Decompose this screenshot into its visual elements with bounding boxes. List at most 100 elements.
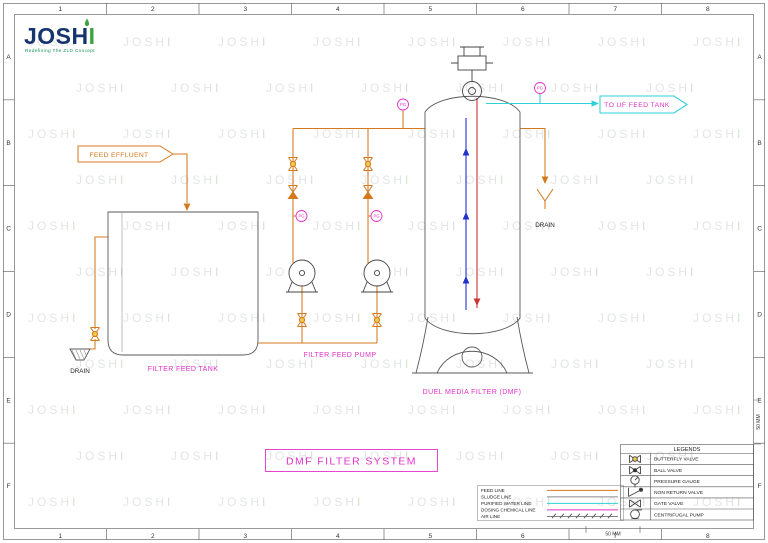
svg-text:JOSHI: JOSHI — [76, 449, 126, 463]
svg-text:JOSHI: JOSHI — [456, 357, 506, 371]
svg-text:JOSHI: JOSHI — [456, 173, 506, 187]
svg-text:JOSHI: JOSHI — [551, 265, 601, 279]
line-legend-item: FEED LINE — [481, 488, 505, 493]
dim-right: 50 MM — [754, 399, 762, 445]
svg-text:JOSHI: JOSHI — [28, 219, 78, 233]
svg-text:JOSHI: JOSHI — [171, 357, 221, 371]
multiport-valve-assembly — [451, 46, 493, 101]
svg-text:JOSHI: JOSHI — [598, 127, 648, 141]
to-uf-banner — [599, 95, 688, 114]
title-box — [265, 449, 438, 472]
svg-text:JOSHI: JOSHI — [266, 449, 316, 463]
svg-text:JOSHI: JOSHI — [646, 173, 696, 187]
svg-text:JOSHI: JOSHI — [171, 81, 221, 95]
svg-text:JOSHI: JOSHI — [361, 81, 411, 95]
svg-text:3: 3 — [243, 6, 247, 13]
non-return-valve-icon — [628, 487, 644, 497]
svg-text:JOSHI: JOSHI — [408, 219, 458, 233]
svg-text:JOSHI: JOSHI — [693, 35, 743, 49]
svg-text:JOSHI: JOSHI — [598, 495, 648, 509]
svg-text:JOSHI: JOSHI — [123, 495, 173, 509]
line-legend-item: AIR LINE — [481, 514, 500, 519]
legend-item: PRESSURE GAUGE — [654, 479, 701, 485]
svg-text:JOSHI: JOSHI — [266, 173, 316, 187]
svg-text:D: D — [6, 311, 11, 318]
svg-text:JOSHI: JOSHI — [408, 403, 458, 417]
leaf-droplet-icon — [84, 18, 90, 27]
svg-text:7: 7 — [613, 533, 617, 540]
svg-text:JOSHI: JOSHI — [361, 449, 411, 463]
svg-text:JOSHI: JOSHI — [598, 403, 648, 417]
svg-text:JOSHI: JOSHI — [28, 127, 78, 141]
filter-feed-tank-label: FILTER FEED TANK — [148, 366, 219, 373]
svg-text:2: 2 — [151, 533, 155, 540]
svg-text:JOSHI: JOSHI — [693, 127, 743, 141]
line-type-legend: FEED LINE SLUDGE LINE PURIFIED WATER LIN… — [477, 485, 624, 521]
svg-text:8: 8 — [706, 6, 710, 13]
svg-text:6: 6 — [521, 533, 525, 540]
feed-effluent-banner: FEED EFFLUENT — [77, 145, 174, 163]
svg-text:JOSHI: JOSHI — [218, 403, 268, 417]
svg-text:A: A — [757, 54, 762, 61]
svg-text:4: 4 — [336, 6, 340, 13]
svg-text:7: 7 — [613, 6, 617, 13]
svg-text:JOSHI: JOSHI — [76, 81, 126, 95]
air-line-hatch — [551, 513, 613, 519]
svg-text:JOSHI: JOSHI — [28, 311, 78, 325]
svg-text:4: 4 — [336, 533, 340, 540]
svg-text:F: F — [7, 483, 11, 490]
svg-text:3: 3 — [243, 533, 247, 540]
svg-text:JOSHI: JOSHI — [313, 495, 363, 509]
filter-feed-pump-label: FILTER FEED PUMP — [304, 352, 377, 359]
line-legend-item: SLUDGE LINE — [481, 495, 511, 500]
svg-text:JOSHI: JOSHI — [28, 495, 78, 509]
svg-text:B: B — [6, 140, 10, 147]
dim-right-label: 50 MM — [756, 414, 762, 429]
svg-text:JOSHI: JOSHI — [266, 357, 316, 371]
centrifugal-pump-icon — [630, 509, 642, 520]
svg-text:JOSHI: JOSHI — [408, 35, 458, 49]
svg-text:B: B — [757, 140, 761, 147]
svg-text:JOSHI: JOSHI — [28, 403, 78, 417]
svg-text:1: 1 — [58, 533, 62, 540]
svg-text:JOSHI: JOSHI — [408, 127, 458, 141]
logo-wordmark: JOSHI — [24, 23, 96, 49]
svg-text:JOSHI: JOSHI — [171, 265, 221, 279]
pressure-gauge — [397, 98, 409, 111]
svg-text:JOSHI: JOSHI — [313, 403, 363, 417]
svg-text:JOSHI: JOSHI — [171, 449, 221, 463]
legend-title: LEGENDS — [674, 447, 701, 453]
legend-item: NON RETURN VALVE — [654, 490, 704, 496]
line-legend-item: DOSING CHEMICAL LINE — [481, 508, 535, 513]
svg-text:JOSHI: JOSHI — [693, 311, 743, 325]
to-uf-label: TO UF FEED TANK — [604, 102, 670, 109]
svg-text:F: F — [758, 483, 762, 490]
svg-text:JOSHI: JOSHI — [123, 311, 173, 325]
svg-text:JOSHI: JOSHI — [313, 219, 363, 233]
drain-right-label: DRAIN — [535, 222, 555, 229]
svg-text:JOSHI: JOSHI — [266, 81, 316, 95]
butterfly-valve — [90, 327, 100, 341]
svg-text:JOSHI: JOSHI — [28, 35, 78, 49]
legend-item: BUTTERFLY VALVE — [654, 457, 699, 463]
svg-text:JOSHI: JOSHI — [218, 127, 268, 141]
svg-text:JOSHI: JOSHI — [123, 127, 173, 141]
svg-text:JOSHI: JOSHI — [76, 265, 126, 279]
ball-valve-ball — [633, 468, 637, 473]
svg-text:JOSHI: JOSHI — [76, 173, 126, 187]
svg-text:JOSHI: JOSHI — [503, 127, 553, 141]
svg-text:JOSHI: JOSHI — [456, 265, 506, 279]
svg-text:JOSHI: JOSHI — [361, 357, 411, 371]
svg-text:A: A — [6, 54, 11, 61]
svg-text:JOSHI: JOSHI — [646, 265, 696, 279]
arrow-to-drain — [541, 176, 549, 184]
svg-text:JOSHI: JOSHI — [551, 173, 601, 187]
pressure-gauge — [295, 210, 308, 222]
watermark-layer: JOSHI JOSHI JOSHI JOSHI JOSHI JOSHI JOSHI JOSHI… — [28, 35, 743, 509]
svg-text:JOSHI: JOSHI — [361, 173, 411, 187]
symbol-legend: LEGENDS BUTTERFLY VALVE BALL VALVE PRESS… — [620, 444, 754, 521]
svg-text:JOSHI: JOSHI — [598, 35, 648, 49]
svg-text:JOSHI: JOSHI — [123, 35, 173, 49]
